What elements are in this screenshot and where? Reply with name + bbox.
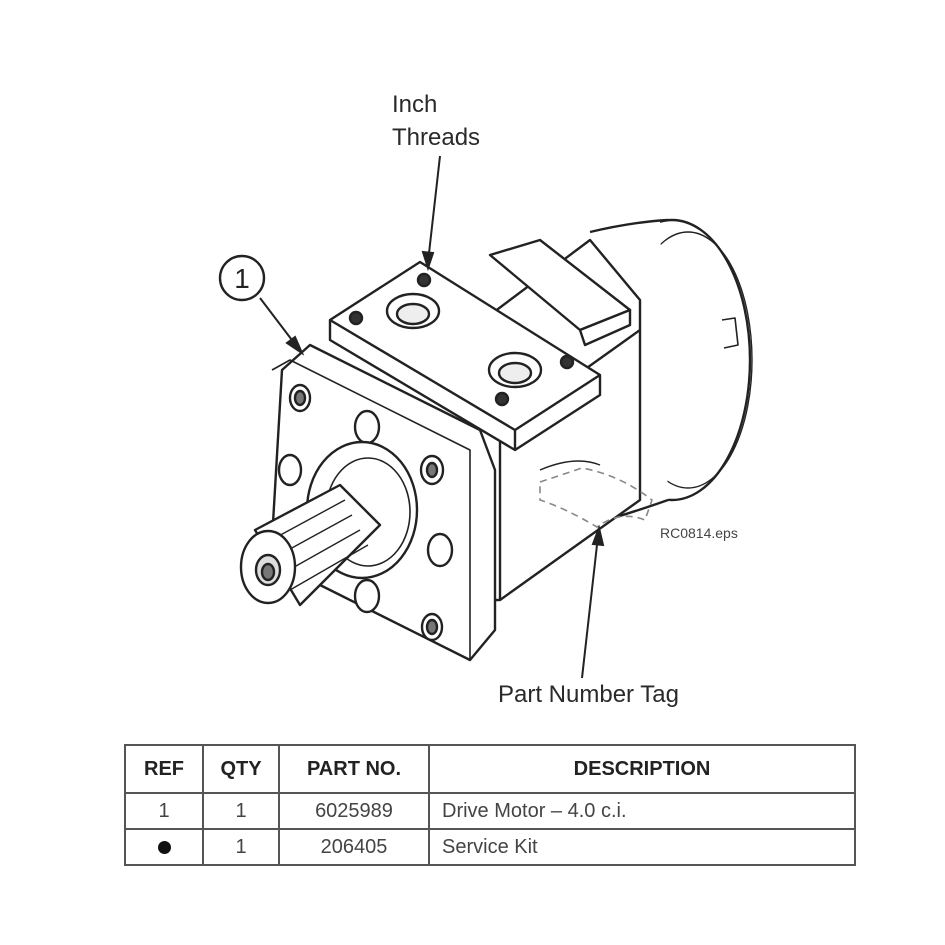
part-number-tag-label: Part Number Tag (498, 681, 679, 708)
leader-arrow-part-number-tag (591, 524, 605, 547)
table-row: 1 206405 Service Kit (124, 828, 856, 866)
cell-part-no: 206405 (278, 828, 430, 866)
inch-threads-label: Inch Threads (392, 88, 480, 154)
ref-1-callout-number: 1 (234, 263, 250, 294)
leader-line-inch-threads (427, 155, 441, 263)
cell-ref (124, 828, 204, 866)
header-description: DESCRIPTION (428, 744, 856, 794)
cell-qty: 1 (202, 792, 280, 830)
ref-1-callout-circle (218, 254, 266, 302)
inch-threads-label-line2: Threads (392, 124, 481, 151)
parts-table-header-row: REF QTY PART NO. DESCRIPTION (124, 744, 856, 794)
filled-circle-bullet-icon (157, 840, 171, 854)
cell-description: Drive Motor – 4.0 c.i. (428, 792, 856, 830)
mounting-flange (270, 343, 497, 662)
splined-shaft (239, 483, 382, 607)
cell-part-no: 6025989 (278, 792, 430, 830)
cell-qty: 1 (202, 828, 280, 866)
leader-arrow-inch-threads (421, 250, 435, 272)
part-number-tag-outline (539, 467, 653, 528)
cell-description: Service Kit (428, 828, 856, 866)
file-name-label: RC0814.eps (660, 525, 738, 541)
leader-line-part-number-tag (581, 535, 599, 679)
leader-arrow-ref-1 (285, 335, 305, 356)
header-part-no: PART NO. (278, 744, 430, 794)
cell-ref: 1 (124, 792, 204, 830)
parts-table: REF QTY PART NO. DESCRIPTION 1 1 6025989… (124, 744, 856, 866)
port-block (328, 260, 602, 452)
inch-threads-label-line1: Inch (392, 91, 438, 118)
table-row: 1 1 6025989 Drive Motor – 4.0 c.i. (124, 792, 856, 830)
header-ref: REF (124, 744, 204, 794)
header-qty: QTY (202, 744, 280, 794)
